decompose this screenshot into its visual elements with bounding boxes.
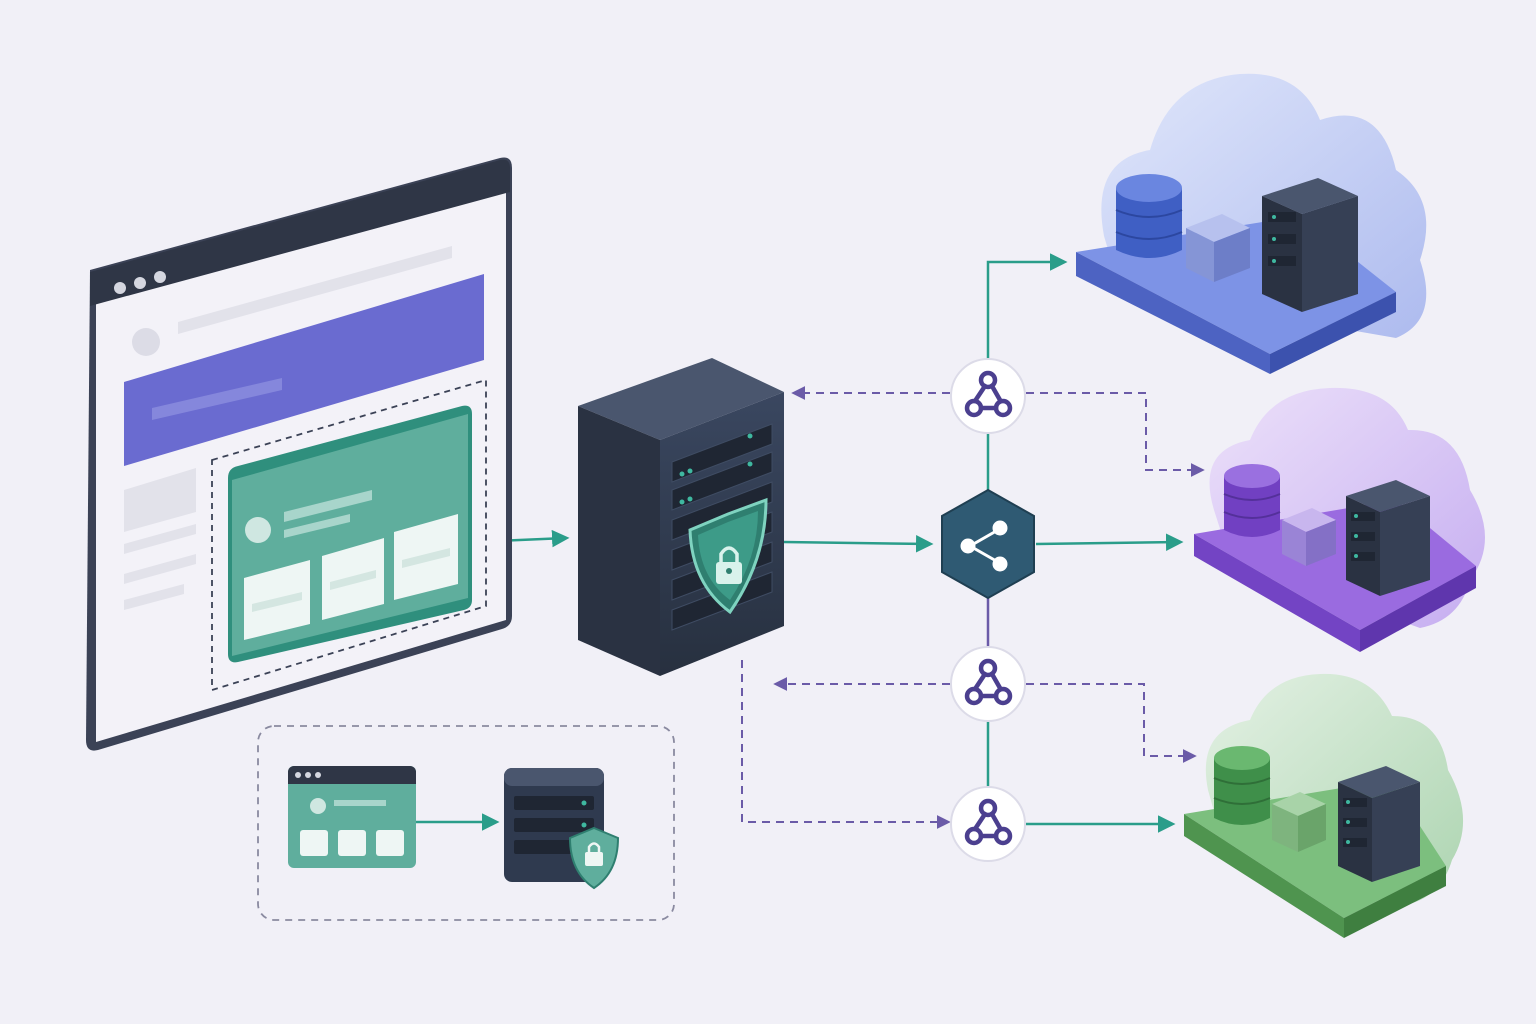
database-icon <box>1213 746 1271 825</box>
distribution-hub[interactable] <box>941 488 1035 600</box>
database-icon <box>1115 174 1183 258</box>
main-browser-window[interactable] <box>86 157 512 751</box>
widget-avatar <box>245 517 271 543</box>
hero-text-placeholder <box>152 378 282 420</box>
header-line-placeholder <box>178 246 452 334</box>
arrow-hub-to-cloud-purple <box>1035 533 1184 551</box>
webhook-middle[interactable] <box>950 646 1026 722</box>
widget-line-1 <box>284 490 372 522</box>
hero-banner <box>124 274 484 466</box>
webhook-bottom[interactable] <box>950 786 1026 862</box>
mini-flow-inset <box>257 725 675 921</box>
window-dot-1[interactable] <box>114 282 126 294</box>
dashed-webhook-top-to-cloud-purple <box>1026 392 1205 477</box>
webhook-icon <box>964 370 1013 418</box>
widget-line-2 <box>284 514 350 538</box>
avatar-placeholder <box>132 328 160 356</box>
browser-title-bar <box>90 159 510 306</box>
sidebar-block <box>124 468 196 532</box>
cube-icon <box>1282 508 1336 566</box>
sidebar-line-3 <box>124 584 184 610</box>
embedded-widget[interactable] <box>228 405 472 663</box>
cloud-purple[interactable] <box>1194 387 1485 652</box>
mini-server <box>504 768 620 890</box>
window-dot-3[interactable] <box>154 271 166 283</box>
sidebar-line-2 <box>124 554 196 584</box>
shield-lock-icon <box>688 497 768 615</box>
status-leds <box>679 433 753 505</box>
cube-icon <box>1272 792 1326 852</box>
server-rack-icon <box>1262 178 1358 312</box>
mini-browser-window <box>288 766 416 868</box>
server-rack-icon <box>1338 766 1420 882</box>
server-rack-icon <box>1346 480 1430 596</box>
embed-dashed-boundary <box>211 378 487 692</box>
database-icon <box>1223 464 1281 537</box>
share-icon <box>960 520 1008 572</box>
dashed-webhook-middle-to-cloud-green <box>1026 683 1197 763</box>
cloud-green[interactable] <box>1184 673 1464 938</box>
webhook-icon <box>964 798 1013 846</box>
cloud-blue[interactable] <box>1076 73 1427 374</box>
webhook-icon <box>964 658 1013 706</box>
sidebar-line-1 <box>124 524 196 554</box>
cube-icon <box>1186 214 1250 282</box>
window-dot-2[interactable] <box>134 277 146 289</box>
gateway-server[interactable] <box>578 358 784 676</box>
arrow-gateway-to-hub <box>783 535 934 553</box>
webhook-top[interactable] <box>950 358 1026 434</box>
dashed-gateway-to-webhook-bottom <box>741 660 951 829</box>
